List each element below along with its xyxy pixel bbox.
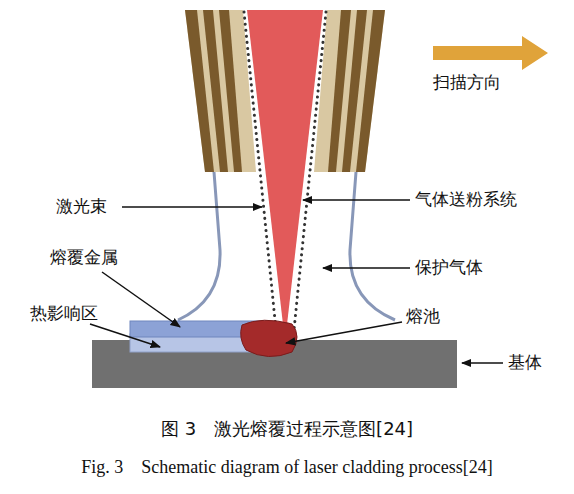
figure-caption-en: Fig. 3 Schematic diagram of laser claddi… [0, 455, 574, 479]
nozzle-body [314, 10, 385, 172]
leader-line [286, 322, 402, 343]
melt-pool [241, 320, 297, 356]
direction-label: 扫描方向 [433, 72, 501, 92]
gas-wall [178, 172, 220, 320]
powder-stream [294, 12, 326, 330]
leader-line [323, 267, 410, 269]
laser-beam [247, 10, 323, 342]
figure-caption: 图 3 激光熔覆过程示意图[24] [0, 417, 574, 441]
nozzle-stripe [328, 10, 351, 172]
leader-line [90, 324, 160, 347]
leader-line [122, 206, 262, 208]
part-label: 熔池 [406, 306, 440, 326]
powder-stream [244, 12, 276, 330]
leader-line [102, 272, 180, 327]
part-label: 热影响区 [30, 303, 98, 323]
part-label: 激光束 [56, 196, 107, 216]
leader-line [462, 362, 503, 364]
part-label: 熔覆金属 [50, 247, 118, 267]
leader-line [303, 199, 410, 201]
part-label: 基体 [508, 352, 542, 372]
nozzle-body [185, 10, 256, 172]
gas-wall [350, 172, 395, 320]
part-label: 保护气体 [415, 257, 483, 277]
part-label: 气体送粉系统 [415, 189, 517, 209]
nozzle-stripe [219, 10, 242, 172]
scan-arrow [433, 36, 548, 70]
